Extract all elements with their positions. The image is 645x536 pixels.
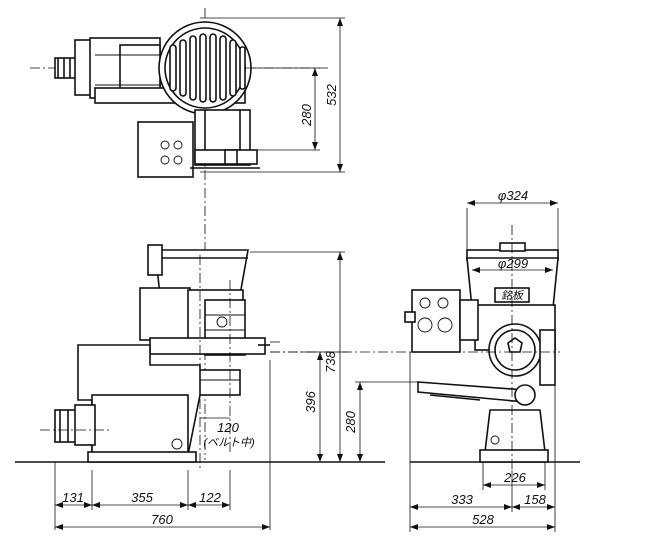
nameplate-label: 銘板 <box>501 289 525 302</box>
dim-side-width-total: 528 <box>472 512 494 527</box>
dim-top-inner: 280 <box>299 103 314 126</box>
dim-front-offset: 120 <box>217 420 239 435</box>
dim-top-total: 532 <box>324 83 339 105</box>
dim-inlet-height: 280 <box>343 410 358 433</box>
side-view: φ324 φ299 銘板 <box>270 188 580 532</box>
dim-side-diameter-inner: φ299 <box>498 256 528 271</box>
dim-side-base-width: 226 <box>503 470 526 485</box>
dim-front-width-total: 760 <box>151 512 173 527</box>
dim-front-mid-height: 396 <box>303 390 318 412</box>
dim-side-width-right: 158 <box>524 492 546 507</box>
dim-front-width-right: 122 <box>199 490 221 505</box>
top-view: 280 532 <box>30 8 345 460</box>
dim-front-width-middle: 355 <box>131 490 153 505</box>
dim-front-offset-note: (ベルト中) <box>203 436 255 449</box>
dim-side-diameter-outer: φ324 <box>498 188 528 203</box>
hopper-grill <box>169 33 246 103</box>
dim-front-width-left: 131 <box>62 490 84 505</box>
dim-side-width-left: 333 <box>451 492 473 507</box>
front-view: 738 396 120 (ベルト中) 131 355 122 760 <box>15 244 385 530</box>
dim-front-total-height: 738 <box>323 350 338 372</box>
